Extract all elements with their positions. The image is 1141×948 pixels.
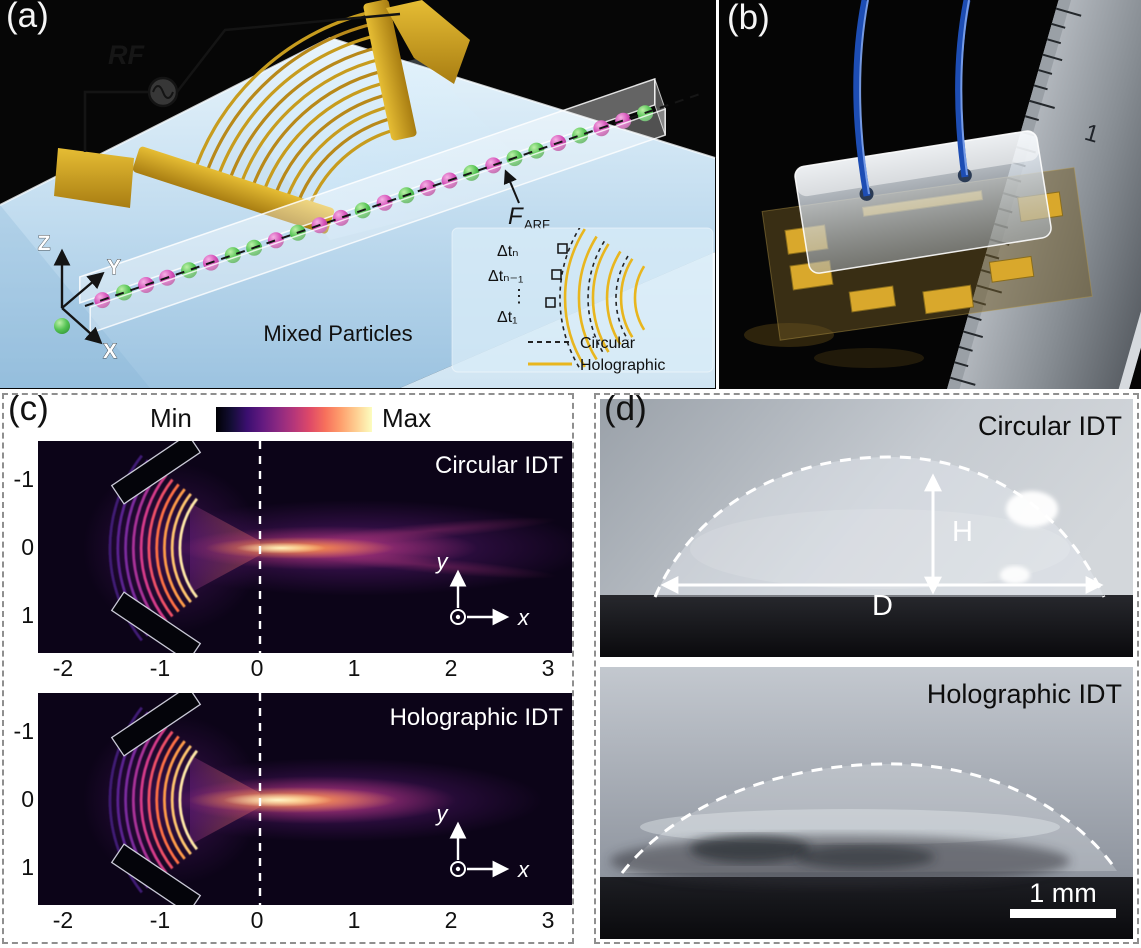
electrode-comparison-inset: Δtₙ Δtₙ₋₁ ⋮ Δt₁ Circular Holographic	[451, 227, 714, 374]
inset-delay-markers	[545, 243, 568, 308]
inset-circular-arcs	[559, 228, 629, 371]
x-tick: -2	[52, 655, 74, 681]
axis-indicator: y x	[435, 549, 531, 630]
scale-bar: 1 mm	[1010, 878, 1116, 918]
panel-d-label: (d)	[604, 393, 647, 428]
panel-c-simulations: (c) Min Max	[2, 393, 574, 944]
panel-d-droplets: (d) H	[594, 393, 1139, 944]
legend-circular-label: Circular	[580, 335, 636, 352]
gold-reflection	[814, 348, 924, 368]
inset-dots: ⋮	[510, 286, 528, 306]
map-title: Circular IDT	[435, 452, 563, 479]
panel-a-canvas: RF	[0, 0, 716, 388]
x-tick: -2	[52, 907, 74, 933]
x-tick: 0	[250, 655, 264, 681]
x-tick: 2	[444, 655, 458, 681]
map-title: Holographic IDT	[390, 704, 564, 731]
force-label: F	[508, 203, 524, 230]
droplet-dashed-outline	[620, 762, 1119, 874]
droplet-body	[655, 456, 1104, 597]
axis-indicator: y x	[435, 801, 531, 882]
droplet-photo-circular: H D Circular IDT	[600, 399, 1133, 657]
panel-b-canvas: 1 INCH cm1	[719, 0, 1141, 389]
colorbar-max-label: Max	[382, 403, 432, 433]
x-tick: 2	[444, 907, 458, 933]
colorbar	[216, 407, 372, 432]
x-tick: -1	[149, 655, 171, 681]
photo-title: Holographic IDT	[927, 679, 1122, 709]
mixed-particles-label: Mixed Particles	[263, 321, 412, 346]
rf-source-icon	[147, 76, 179, 108]
rf-wire	[83, 12, 401, 152]
x-tick: -1	[149, 907, 171, 933]
idt-busbars	[54, 0, 470, 234]
focused-beam	[128, 500, 572, 596]
photo-title: Circular IDT	[978, 411, 1122, 441]
inset-holographic-arcs	[563, 228, 646, 368]
droplet-photo-holographic: Holographic IDT 1 mm	[600, 667, 1133, 939]
y-tick: 1	[21, 602, 34, 628]
legend-holographic-label: Holographic	[580, 357, 665, 374]
x-tick: 1	[347, 907, 361, 933]
y-tick: 0	[21, 534, 34, 560]
y-tick: -1	[13, 466, 34, 492]
axis-x-label: X	[103, 340, 117, 363]
panel-b-photo: (b) 1 INCH cm1	[719, 0, 1141, 389]
idt-busbar-frames	[110, 693, 202, 905]
droplet-sheen	[690, 509, 1070, 589]
field-map-holographic: Holographic IDT y x	[38, 693, 572, 905]
indicator-y-label: y	[435, 549, 450, 574]
rf-label: RF	[108, 40, 145, 70]
tubing	[853, 0, 971, 197]
indicator-y-label: y	[435, 801, 450, 826]
specular-highlight	[1000, 566, 1030, 584]
panel-b-label: (b)	[727, 0, 770, 37]
indicator-x-label: x	[517, 857, 530, 882]
diameter-arrow: D	[660, 576, 1104, 622]
dark-murk	[795, 845, 935, 869]
microchannel-front-wall	[89, 108, 666, 335]
panel-a-label: (a)	[6, 0, 49, 35]
focused-beam	[133, 758, 543, 842]
scale-bar-label: 1 mm	[1029, 878, 1097, 908]
axis-z-label: Z	[38, 232, 51, 255]
droplet-dashed-outline	[653, 455, 1106, 598]
idt-busbar-frames	[110, 441, 202, 653]
inset-dt-n-label: Δtₙ	[497, 243, 519, 260]
x-tick: 3	[541, 907, 555, 933]
x-tick: 3	[541, 655, 555, 681]
field-map-circular: Circular IDT y x	[38, 441, 572, 653]
y-tick: -1	[13, 718, 34, 744]
axis-y-label: Y	[107, 256, 121, 279]
dark-murk	[690, 835, 810, 863]
alignment-dashed-line	[84, 93, 701, 307]
x-tick: 0	[250, 907, 264, 933]
panel-c-label: (c)	[8, 393, 49, 428]
specular-highlight	[1006, 491, 1058, 527]
x-tick: 1	[347, 655, 361, 681]
stage-base	[600, 877, 1133, 939]
indicator-x-label: x	[517, 605, 530, 630]
inset-dt-n1-label: Δtₙ₋₁	[488, 268, 523, 285]
coordinate-axes: Z Y X	[37, 232, 121, 364]
height-arrow: H	[924, 473, 973, 595]
diameter-label: D	[872, 590, 893, 622]
y-tick: 0	[21, 786, 34, 812]
y-tick: 1	[21, 854, 34, 880]
height-label: H	[952, 516, 973, 548]
acoustic-beam	[235, 58, 545, 240]
stage-base	[600, 595, 1133, 657]
panel-a-schematic: (a)	[0, 0, 716, 389]
inset-dt-1-label: Δt₁	[497, 309, 518, 326]
colorbar-min-label: Min	[150, 403, 192, 433]
